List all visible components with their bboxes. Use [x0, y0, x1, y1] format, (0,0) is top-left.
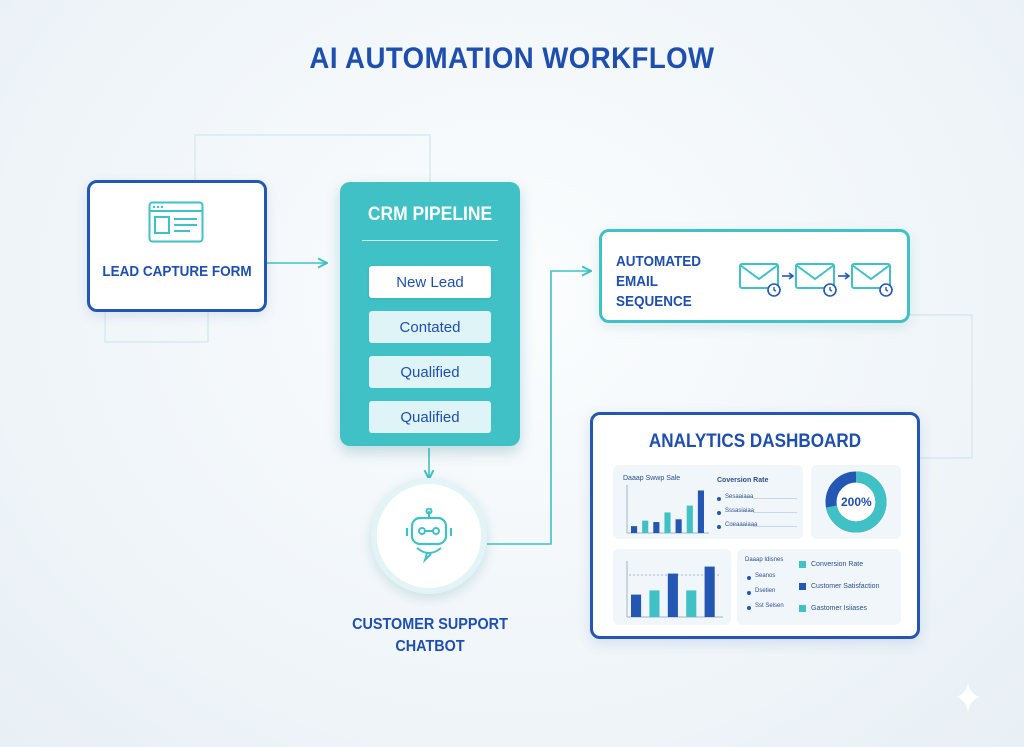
chatbot-label-line2: CHATBOT: [395, 638, 465, 655]
email-label-line1: AUTOMATED: [616, 253, 702, 270]
list-bullet: [747, 576, 751, 580]
analytics-dashboard-title: ANALYTICS DASHBOARD: [648, 431, 862, 452]
bar-chart-2: [626, 561, 723, 618]
bar-4: [686, 590, 697, 617]
sales-bar-chart: [626, 485, 709, 534]
panel3-item-2: Dsetien: [755, 588, 776, 594]
panel3-list-title: Daaap Idisnes: [745, 557, 784, 563]
bar-1: [631, 594, 642, 617]
stage-qualified-2[interactable]: Qualified: [369, 401, 491, 433]
panel1-item-3: Coeaaaiaaa: [725, 522, 758, 528]
envelope-clock-icon: [851, 263, 893, 297]
browser-form-icon: [148, 201, 204, 243]
bar-7: [697, 490, 704, 533]
panel1-chart-title: Daaap Swwp Sale: [623, 475, 681, 482]
envelope-sequence-icons: [739, 263, 893, 297]
legend-item-3: Gastomer Isiiases: [811, 605, 868, 612]
robot-icon: [405, 508, 453, 564]
list-bullet: [717, 497, 721, 501]
bar-6: [686, 505, 693, 533]
dashboard-panel-bars: [613, 549, 731, 625]
bar-5: [675, 519, 682, 533]
legend-item-2: Customer Satisfaction: [811, 583, 880, 590]
legend-swatch-teal: [799, 561, 806, 568]
list-bullet: [717, 525, 721, 529]
bar-5: [704, 566, 715, 617]
bar-3: [653, 522, 660, 533]
email-sequence-label: AUTOMATED EMAIL SEQUENCE: [616, 252, 733, 312]
chatbot-label: CUSTOMER SUPPORT CHATBOT: [331, 614, 529, 658]
crm-pipeline-card: CRM PIPELINE New Lead Contated Qualified…: [340, 182, 520, 446]
envelope-clock-icon: [739, 263, 781, 297]
crm-pipeline-title: CRM PIPELINE: [367, 204, 493, 225]
list-bullet: [717, 511, 721, 515]
donut-chart: [825, 471, 887, 533]
bar-2: [649, 590, 660, 617]
panel3-item-1: Seanos: [755, 573, 776, 579]
list-line: [753, 498, 797, 499]
list-line: [753, 512, 797, 513]
lead-capture-label: LEAD CAPTURE FORM: [102, 263, 252, 280]
list-bullet: [747, 591, 751, 595]
bar-3: [667, 573, 678, 617]
panel1-item-2: Sssasiaiaa: [725, 508, 755, 514]
panel1-item-1: Sesaaiaaa: [725, 494, 754, 500]
legend-swatch-navy: [799, 583, 806, 590]
dashboard-panel-sales: Daaap Swwp Sale Coversion Rate Sesaaiaaa…: [613, 465, 803, 539]
bar-2: [642, 520, 649, 533]
stage-new-lead[interactable]: New Lead: [369, 266, 491, 298]
panel3-item-3: Sst Selsen: [755, 603, 784, 609]
lead-capture-card[interactable]: LEAD CAPTURE FORM: [87, 180, 267, 312]
legend-swatch-teal-2: [799, 605, 806, 612]
legend-item-1: Conversion Rate: [811, 561, 864, 568]
list-bullet: [747, 606, 751, 610]
envelope-clock-icon: [795, 263, 837, 297]
page-title: AI AUTOMATION WORKFLOW: [309, 42, 715, 75]
stage-qualified[interactable]: Qualified: [369, 356, 491, 388]
analytics-dashboard-card[interactable]: ANALYTICS DASHBOARD Daaap Swwp Sale Cove…: [590, 412, 920, 639]
bar-1: [631, 526, 638, 533]
dashboard-panel-donut: 200%: [811, 465, 901, 539]
chatbot-node[interactable]: [371, 478, 487, 594]
list-line: [753, 526, 797, 527]
stage-contacted[interactable]: Contated: [369, 311, 491, 343]
panel1-list-title: Coversion Rate: [717, 477, 769, 484]
chatbot-label-line1: CUSTOMER SUPPORT: [352, 616, 508, 633]
crm-divider: [362, 240, 498, 241]
donut-arc: [825, 471, 887, 533]
bar-4: [664, 512, 671, 533]
email-label-line2: EMAIL SEQUENCE: [616, 273, 692, 310]
dashboard-panel-legend: Daaap Idisnes Seanos Dsetien Sst Selsen …: [737, 549, 901, 625]
email-sequence-card[interactable]: AUTOMATED EMAIL SEQUENCE: [599, 229, 910, 323]
donut-value: 200%: [841, 495, 872, 509]
